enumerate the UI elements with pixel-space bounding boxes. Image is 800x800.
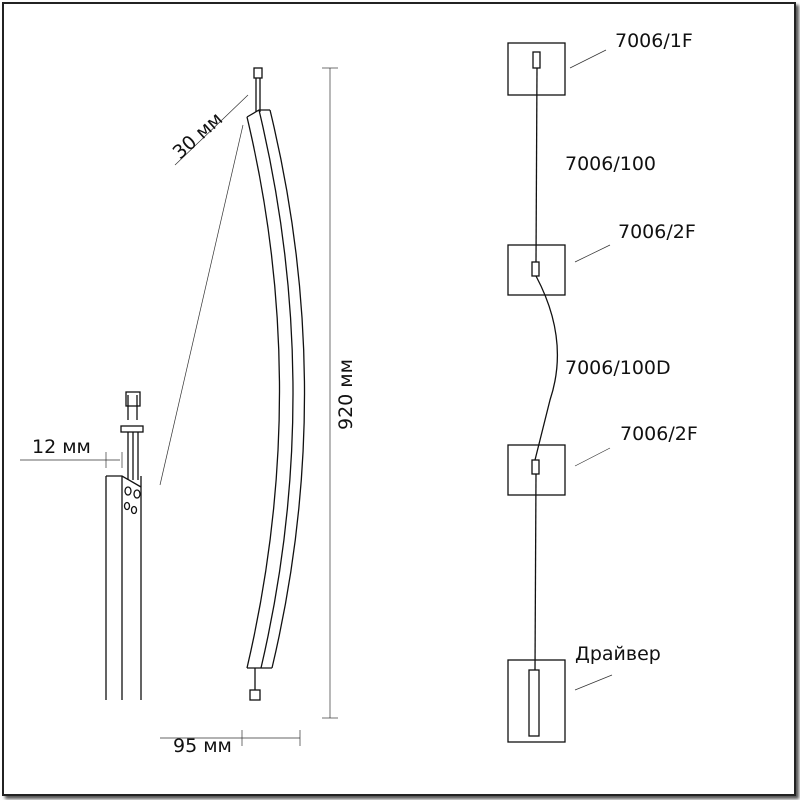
label-end-cap: 7006/1F: [615, 30, 693, 52]
label-connector-2: 7006/2F: [620, 423, 698, 445]
dimension-depth: 95 мм: [173, 735, 232, 757]
dimension-connector-offset: 30 мм: [169, 108, 227, 164]
profile-detail: [20, 124, 244, 700]
dimension-width-detail: 12 мм: [32, 436, 91, 458]
label-lamp-straight: 7006/100: [565, 153, 656, 175]
label-connector-1: 7006/2F: [618, 221, 696, 243]
arc-lamp: [246, 67, 306, 701]
wiring-schematic: [507, 42, 613, 743]
label-driver: Драйвер: [575, 643, 661, 665]
dimension-height: 920 мм: [335, 359, 357, 430]
label-lamp-curved: 7006/100D: [565, 357, 671, 379]
